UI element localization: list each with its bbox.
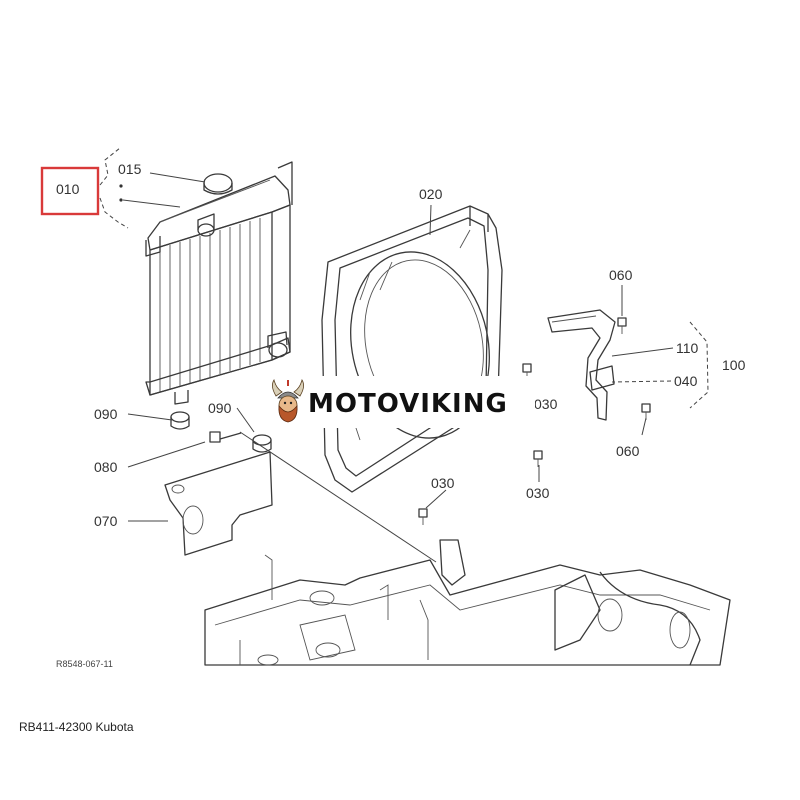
mounting-plate: [164, 451, 273, 556]
label-090-b: 090: [208, 400, 232, 416]
drawing-code: R8548-067-11: [56, 659, 113, 669]
label-070: 070: [94, 513, 118, 529]
label-110: 110: [676, 340, 699, 356]
label-090-a: 090: [94, 406, 118, 422]
label-060-a: 060: [609, 267, 633, 283]
machine-frame: [204, 539, 731, 666]
label-015: 015: [118, 161, 142, 177]
label-030-b: 030: [526, 485, 550, 501]
label-100: 100: [722, 357, 746, 373]
viking-head-icon: [272, 379, 304, 423]
part-labels: 010 015 020 030 030 030 040 060 060 070 …: [56, 161, 746, 529]
label-030-c: 030: [534, 396, 558, 412]
label-020: 020: [419, 186, 443, 202]
rubber-mounts: [170, 411, 272, 453]
bracket-assembly: [547, 309, 616, 421]
label-030-a: 030: [431, 475, 455, 491]
highlight-box: [40, 166, 100, 216]
leader-lines: [127, 204, 709, 522]
fan-shroud: [321, 205, 503, 493]
caption: RB411-42300 Kubota: [19, 720, 134, 734]
label-040: 040: [674, 373, 698, 389]
label-080: 080: [94, 459, 118, 475]
label-010: 010: [56, 181, 80, 197]
watermark: MOTOVIKING: [265, 376, 535, 428]
label-060-b: 060: [616, 443, 640, 459]
watermark-text: MOTOVIKING: [308, 389, 508, 419]
radiator: [145, 161, 293, 405]
